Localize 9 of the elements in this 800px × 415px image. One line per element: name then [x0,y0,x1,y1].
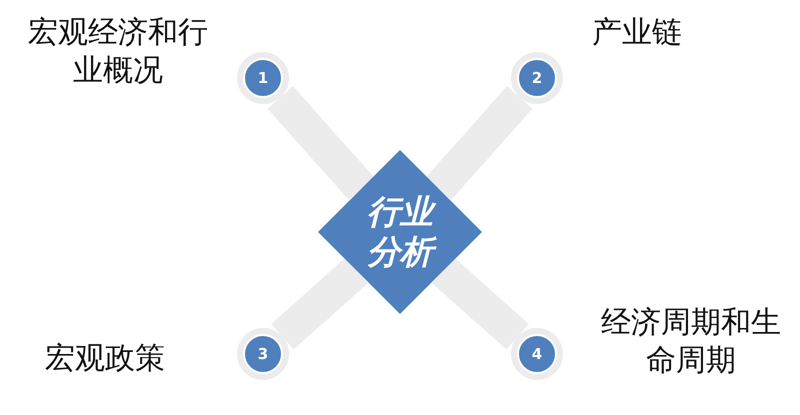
node-caption: 宏观经济和行业概况 [27,14,209,89]
node-caption: 产业链 [592,14,683,52]
diamond-node: 行业分析 [318,150,482,314]
connector-band [271,258,368,350]
connector-band [268,86,374,200]
connector-band [432,258,529,350]
node-caption: 经济周期和生命周期 [600,304,782,379]
node-caption: 宏观政策 [45,340,166,378]
connector-band [426,86,532,200]
